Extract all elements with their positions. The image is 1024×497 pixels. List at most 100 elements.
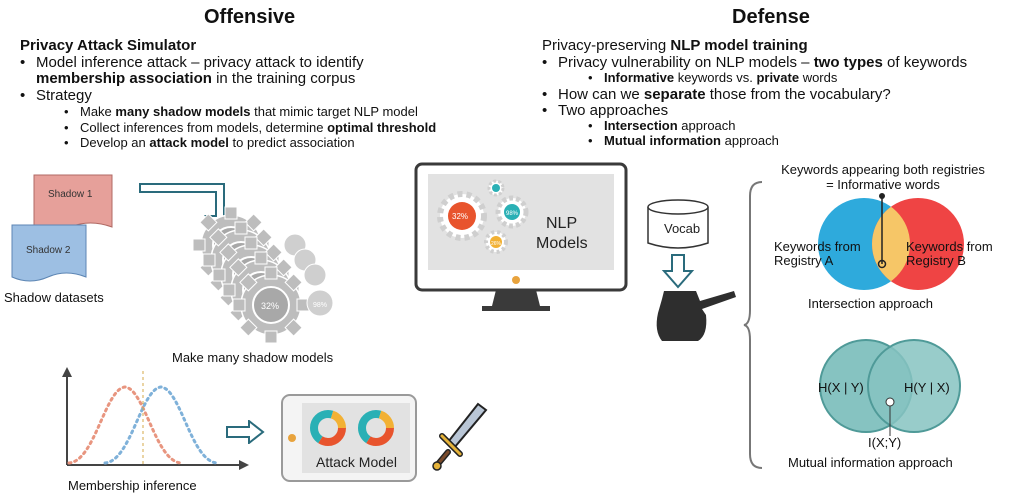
offensive-bullet-2-text: Strategy (36, 87, 92, 104)
sword-icon (432, 402, 488, 471)
attack-model-tablet: Attack Model (281, 394, 417, 482)
mutual-information-venn (819, 339, 961, 436)
keywords-title: Keywords appearing both registries = Inf… (768, 162, 998, 192)
defense-b3-text: Two approaches (558, 102, 669, 119)
arrow-right-icon (226, 420, 265, 444)
funnel-filter-icon (656, 291, 736, 341)
defense-s1-mid: keywords vs. (674, 70, 757, 85)
shadow-datasets-label: Shadow datasets (4, 290, 104, 305)
nlp-gear-small-teal (487, 179, 505, 197)
defense-b2-bold: separate (643, 86, 706, 103)
offensive-sub-3-post: to predict association (228, 135, 355, 150)
nlp-gear-mid (495, 195, 529, 229)
intersection-region (872, 198, 910, 290)
defense-b1-bold: two types (813, 54, 883, 71)
nlp-gear-percent-2: 98% (506, 211, 519, 217)
gear-percent-2: 98% (313, 302, 327, 309)
keywords-title-line1: Keywords appearing both registries (781, 162, 985, 177)
registry-b-line2: Registry B (906, 253, 966, 268)
y-axis-arrow-icon (62, 367, 72, 377)
defense-title-bold: NLP model training (670, 37, 808, 54)
shadow-2-document (11, 224, 87, 282)
vocab-label: Vocab (664, 221, 700, 236)
nlp-gear-percent-3: 26% (491, 241, 502, 247)
defense-s1-bold2: private (756, 70, 800, 85)
defense-b2-pre: How can we (558, 86, 644, 103)
ixy-label: I(X;Y) (868, 435, 902, 450)
mi-pointer-dot (885, 397, 895, 407)
pointer-dot-bottom (877, 259, 887, 269)
offensive-bullet-2: •Strategy (20, 87, 92, 104)
vocab-cylinder (647, 207, 709, 249)
offensive-bullet-1-bold: membership association (36, 70, 212, 87)
nlp-label-line2: Models (536, 235, 588, 252)
registry-a-line1: Keywords from (774, 239, 861, 254)
defense-s1-post: words (799, 70, 838, 85)
registry-b-line1: Keywords from (906, 239, 993, 254)
vocab-filter-diagram: Vocab (647, 199, 736, 341)
shadow-1-label: Shadow 1 (48, 189, 93, 200)
hxy-label: H(X | Y) (818, 380, 864, 395)
distribution-curve-nonmember (67, 385, 183, 465)
shadow-2-label: Shadow 2 (26, 245, 71, 256)
nlp-gear-percent-1: 32% (452, 212, 468, 221)
intersection-venn (818, 193, 964, 290)
donut-chart-2 (358, 410, 394, 446)
h-y-circle (867, 339, 961, 433)
hyx-label: H(Y | X) (904, 380, 950, 395)
offensive-title: Privacy Attack Simulator (20, 37, 197, 54)
offensive-bullet-1-cont: membership association in the training c… (36, 70, 355, 87)
nlp-gear-small-yellow (484, 230, 508, 254)
defense-s2-bold: Intersection (604, 118, 678, 133)
down-arrow-icon (661, 254, 695, 289)
offensive-bullet-1-text: Model inference attack – privacy attack … (36, 54, 364, 71)
offensive-sub-2: •Collect inferences from models, determi… (64, 120, 437, 135)
offensive-sub-1: •Make many shadow models that mimic targ… (64, 104, 418, 119)
offensive-sub-2-bold: optimal threshold (327, 120, 437, 135)
keywords-title-line2: = Informative words (826, 177, 940, 192)
membership-caption: Membership inference (68, 478, 197, 493)
defense-bullet-3: •Two approaches (542, 102, 669, 119)
defense-title: Privacy-preserving NLP model training (542, 37, 808, 54)
offensive-sub-1-post: that mimic target NLP model (250, 104, 418, 119)
intersection-caption: Intersection approach (808, 296, 934, 311)
donut-chart-1 (310, 410, 346, 446)
defense-sub-2: •Intersection approach (588, 118, 736, 133)
defense-bullet-1: •Privacy vulnerability on NLP models – t… (542, 54, 968, 71)
defense-b2-post: those from the vocabulary? (705, 86, 891, 103)
defense-s2-post: approach (677, 118, 736, 133)
pointer-dot-top (879, 193, 885, 199)
offensive-bullet-1: •Model inference attack – privacy attack… (20, 54, 364, 71)
nlp-label-line1: NLP (546, 215, 577, 232)
tablet-home-button[interactable] (288, 434, 296, 442)
monitor-stand (492, 290, 540, 306)
offensive-sub-3-pre: Develop an (80, 135, 150, 150)
defense-b1-pre: Privacy vulnerability on NLP models – (558, 54, 814, 71)
offensive-bullet-1-post: in the training corpus (211, 70, 356, 87)
defense-heading: Defense (732, 6, 810, 28)
shadow-models-gears: 32% 98% (192, 206, 334, 344)
defense-title-pre: Privacy-preserving (542, 37, 671, 54)
attack-model-label: Attack Model (316, 454, 397, 470)
gear-percent-1: 32% (261, 301, 279, 311)
x-axis-arrow-icon (239, 460, 249, 470)
defense-s3-post: approach (721, 133, 779, 148)
monitor-power-button[interactable] (512, 276, 520, 284)
defense-sub-1: •Informative keywords vs. private words (588, 70, 838, 85)
distribution-curve-member (103, 385, 219, 465)
monitor-base (482, 306, 550, 311)
offensive-sub-3: •Develop an attack model to predict asso… (64, 135, 355, 150)
defense-b1-post: of keywords (882, 54, 968, 71)
nlp-models-monitor: 32% 98% 26% NLP Models (414, 162, 628, 311)
defense-s1-bold1: Informative (604, 70, 675, 85)
offensive-sub-2-pre: Collect inferences from models, determin… (80, 120, 328, 135)
shadow-documents: Shadow 1 Shadow 2 (11, 174, 113, 282)
registry-a-line2: Registry A (774, 253, 834, 268)
defense-sub-3: •Mutual information approach (588, 133, 779, 148)
offensive-sub-3-bold: attack model (149, 135, 229, 150)
approach-brace (743, 181, 763, 469)
flow-arrow-right (226, 420, 265, 444)
defense-bullet-2: •How can we separate those from the voca… (542, 86, 891, 103)
